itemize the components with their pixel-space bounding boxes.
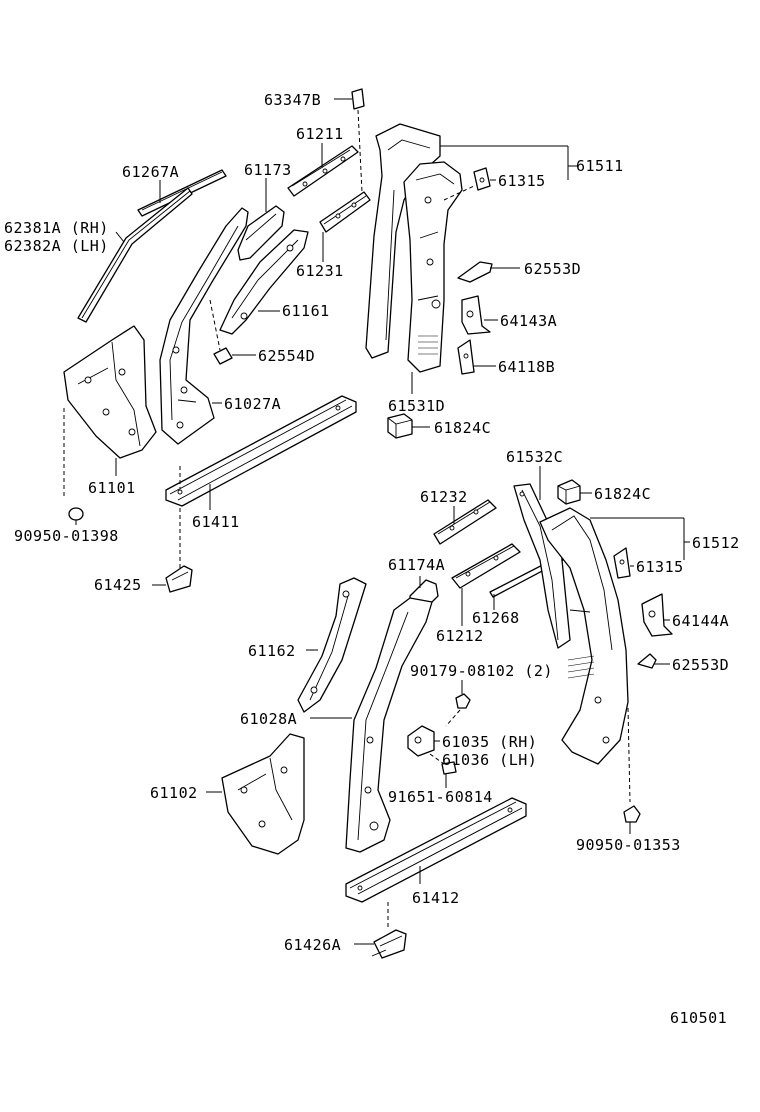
label-62553d-lower: 62553D xyxy=(672,656,729,674)
label-61211: 61211 xyxy=(296,125,344,143)
label-63347b: 63347B xyxy=(264,91,321,109)
label-61231: 61231 xyxy=(296,262,344,280)
part-64143a xyxy=(461,295,498,335)
part-61028a xyxy=(310,597,433,853)
part-61411 xyxy=(165,395,357,572)
part-61824c-lower xyxy=(557,479,592,505)
part-61232 xyxy=(433,499,497,545)
label-61212: 61212 xyxy=(436,627,484,645)
label-64143a: 64143A xyxy=(500,312,557,330)
label-90950-01398: 90950-01398 xyxy=(14,527,119,545)
label-61426a: 61426A xyxy=(284,936,341,954)
part-61425 xyxy=(152,565,193,593)
part-61231 xyxy=(319,191,371,262)
part-61035-61036 xyxy=(407,725,445,765)
label-64144a: 64144A xyxy=(672,612,729,630)
part-64144a xyxy=(641,593,673,637)
part-61512 xyxy=(539,507,690,803)
part-61412 xyxy=(345,797,527,930)
part-61315-lower xyxy=(613,547,634,579)
part-61532c xyxy=(513,466,571,649)
part-61511 xyxy=(365,123,578,359)
label-61173: 61173 xyxy=(244,161,292,179)
label-91651-60814: 91651-60814 xyxy=(388,788,493,806)
part-61211 xyxy=(287,143,359,197)
part-64118b xyxy=(457,339,496,375)
label-61425: 61425 xyxy=(94,576,142,594)
label-62553d-upper: 62553D xyxy=(524,260,581,278)
part-63347b xyxy=(334,88,365,193)
label-61174a: 61174A xyxy=(388,556,445,574)
part-61531d xyxy=(403,161,475,394)
label-61267a: 61267A xyxy=(122,163,179,181)
part-91651-60814 xyxy=(441,761,457,788)
label-61511: 61511 xyxy=(576,157,624,175)
label-61824c-lower: 61824C xyxy=(594,485,651,503)
label-64118b: 64118B xyxy=(498,358,555,376)
label-61232: 61232 xyxy=(420,488,468,506)
page-code: 610501 xyxy=(670,1009,727,1027)
label-61315-upper: 61315 xyxy=(498,172,546,190)
label-61315-lower: 61315 xyxy=(636,558,684,576)
part-61824c-upper xyxy=(387,413,430,439)
label-61531d: 61531D xyxy=(388,397,445,415)
part-62553d-lower xyxy=(637,653,670,669)
label-61036: 61036 (LH) xyxy=(442,751,537,769)
part-61315-upper xyxy=(473,167,496,191)
label-61162: 61162 xyxy=(248,642,296,660)
label-61411: 61411 xyxy=(192,513,240,531)
part-62553d-upper xyxy=(457,261,520,283)
label-90179-08102: 90179-08102 (2) xyxy=(410,662,553,680)
part-61027a xyxy=(159,207,249,445)
label-62554d: 62554D xyxy=(258,347,315,365)
part-61212 xyxy=(451,543,521,626)
part-62554d xyxy=(209,299,256,365)
label-61824c-upper: 61824C xyxy=(434,419,491,437)
label-61512: 61512 xyxy=(692,534,740,552)
label-61102: 61102 xyxy=(150,784,198,802)
label-61028a: 61028A xyxy=(240,710,297,728)
part-90179-08102 xyxy=(445,680,471,727)
part-61173 xyxy=(237,178,285,261)
label-61035: 61035 (RH) xyxy=(442,733,537,751)
part-62381a-62382a xyxy=(77,187,193,323)
label-61412: 61412 xyxy=(412,889,460,907)
label-62382a: 62382A (LH) xyxy=(4,237,109,255)
label-61101: 61101 xyxy=(88,479,136,497)
label-61027a: 61027A xyxy=(224,395,281,413)
part-61426a xyxy=(354,929,407,959)
label-90950-01353: 90950-01353 xyxy=(576,836,681,854)
label-61161: 61161 xyxy=(282,302,330,320)
part-61161 xyxy=(219,229,309,335)
part-90950-01398 xyxy=(68,507,84,525)
label-61268: 61268 xyxy=(472,609,520,627)
part-61162 xyxy=(297,577,367,713)
part-61102 xyxy=(206,733,305,855)
label-61532c: 61532C xyxy=(506,448,563,466)
part-61101 xyxy=(63,325,157,496)
label-62381a: 62381A (RH) xyxy=(4,219,109,237)
part-90950-01353 xyxy=(623,805,641,834)
